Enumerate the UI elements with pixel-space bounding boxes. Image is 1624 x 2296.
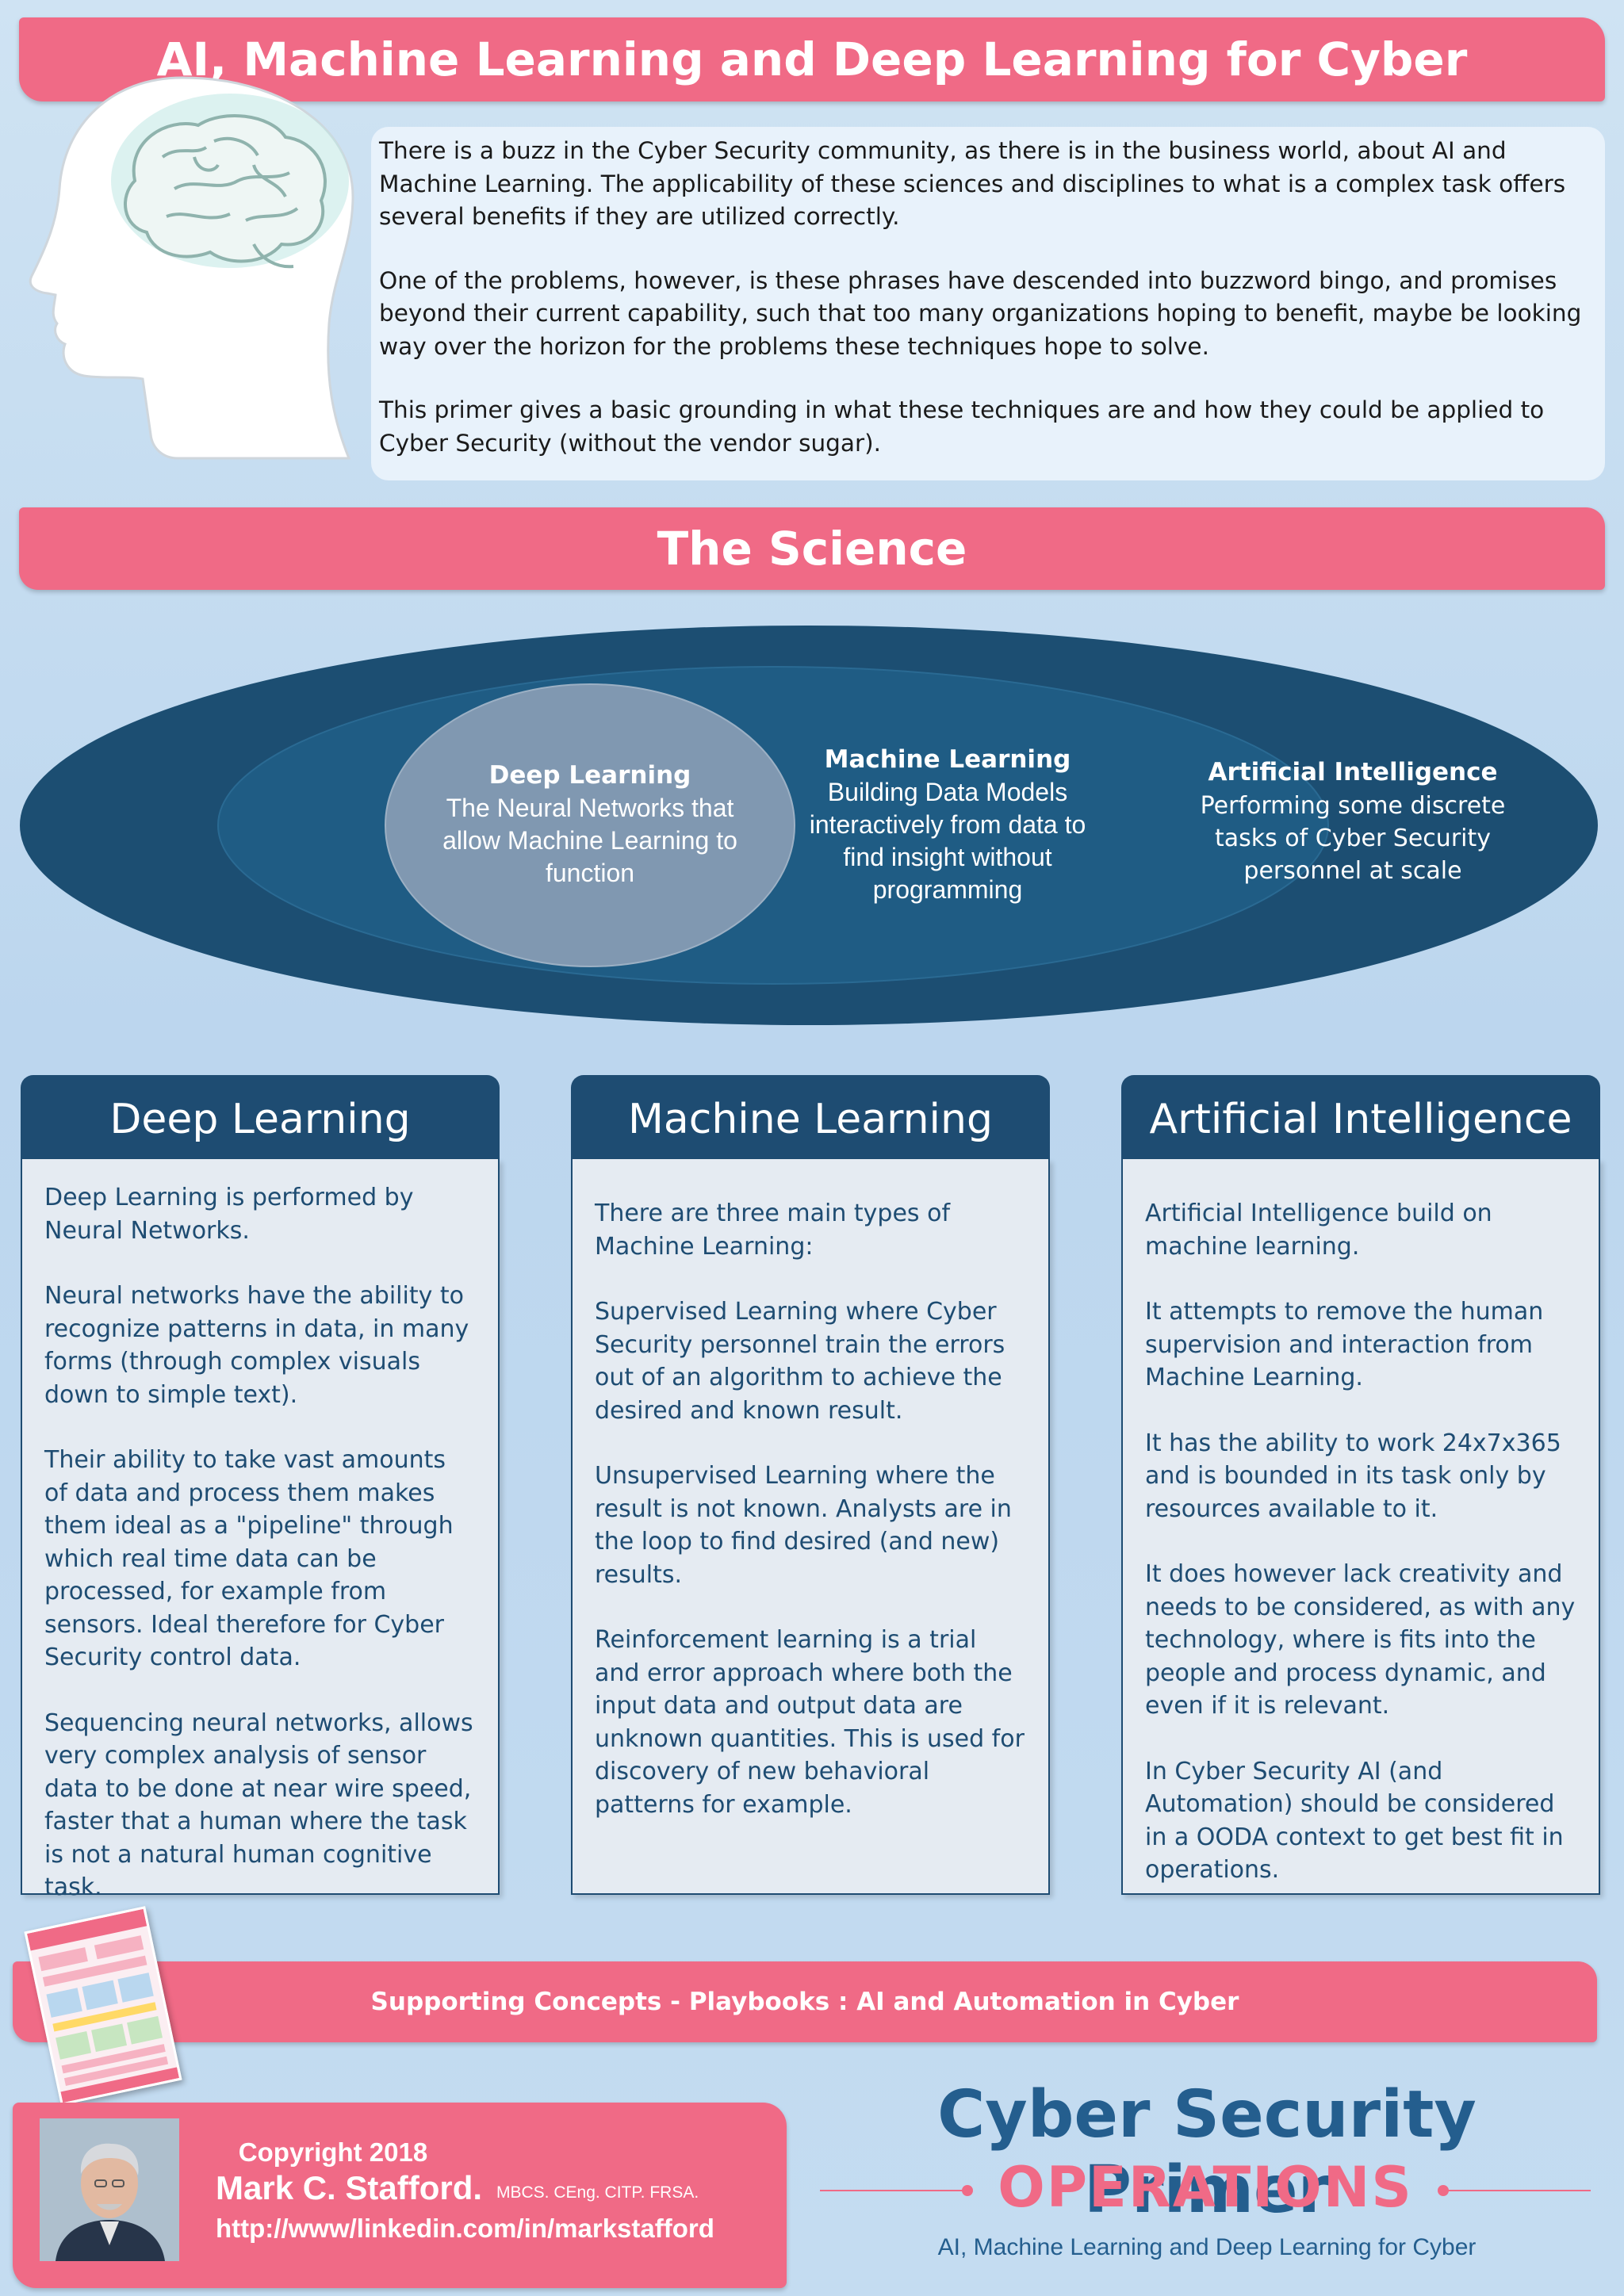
dl-ellipse bbox=[385, 683, 795, 967]
brand-subtitle: OPERATIONS bbox=[998, 2155, 1413, 2220]
page-title: AI, Machine Learning and Deep Learning f… bbox=[19, 17, 1605, 101]
ml-line: Building Data Models bbox=[828, 778, 1067, 806]
card-body: Artificial Intelligence build on machine… bbox=[1121, 1159, 1600, 1895]
card-title: Machine Learning bbox=[571, 1075, 1050, 1159]
supporting-concepts-link[interactable]: Supporting Concepts - Playbooks : AI and… bbox=[13, 1961, 1597, 2042]
brand-subtitle-row: OPERATIONS bbox=[817, 2155, 1594, 2226]
ml-line: find insight without bbox=[843, 843, 1051, 871]
dl-line: The Neural Networks that bbox=[446, 794, 734, 822]
card-paragraph: Artificial Intelligence build on machine… bbox=[1145, 1200, 1492, 1261]
dl-line: allow Machine Learning to bbox=[442, 826, 737, 855]
card-paragraph: Unsupervised Learning where the result i… bbox=[595, 1462, 1012, 1589]
ai-heading: Artificial Intelligence bbox=[1208, 758, 1497, 786]
author-credentials: MBCS. CEng. CITP. FRSA. bbox=[496, 2183, 699, 2202]
science-heading: The Science bbox=[19, 507, 1605, 590]
author-photo bbox=[40, 2118, 179, 2261]
ai-line: tasks of Cyber Security bbox=[1215, 825, 1491, 852]
card-title: Artificial Intelligence bbox=[1121, 1075, 1600, 1159]
card-paragraph: It has the ability to work 24x7x365 and … bbox=[1145, 1429, 1561, 1523]
ai-line: Performing some discrete bbox=[1201, 792, 1506, 820]
card-artificial-intelligence: Artificial Intelligence Artificial Intel… bbox=[1121, 1075, 1600, 1895]
ml-heading: Machine Learning bbox=[825, 745, 1071, 774]
author-url[interactable]: http://www/linkedin.com/in/markstafford bbox=[216, 2214, 714, 2243]
card-deep-learning: Deep Learning Deep Learning is performed… bbox=[21, 1075, 500, 1901]
card-paragraph: There are three main types of Machine Le… bbox=[595, 1200, 951, 1261]
author-banner: Copyright 2018 Mark C. Stafford. MBCS. C… bbox=[13, 2103, 787, 2288]
brand-tagline: AI, Machine Learning and Deep Learning f… bbox=[937, 2234, 1477, 2260]
card-paragraph: It attempts to remove the human supervis… bbox=[1145, 1298, 1544, 1391]
card-paragraph: Sequencing neural networks, allows very … bbox=[44, 1709, 473, 1902]
intro-paragraph: This primer gives a basic grounding in w… bbox=[379, 396, 1545, 457]
playbook-thumbnail[interactable] bbox=[24, 1906, 182, 2106]
card-paragraph: Neural networks have the ability to reco… bbox=[44, 1282, 469, 1409]
author-name: Mark C. Stafford. bbox=[216, 2169, 483, 2206]
card-paragraph: Reinforcement learning is a trial and er… bbox=[595, 1626, 1025, 1819]
ai-line: personnel at scale bbox=[1243, 857, 1461, 885]
card-paragraph: In Cyber Security AI (and Automation) sh… bbox=[1145, 1757, 1564, 1885]
card-body: There are three main types of Machine Le… bbox=[571, 1159, 1050, 1895]
copyright-text: Copyright 2018 bbox=[238, 2137, 428, 2167]
intro-panel: There is a buzz in the Cyber Security co… bbox=[371, 127, 1605, 480]
ml-line: programming bbox=[873, 875, 1023, 904]
intro-paragraph: One of the problems, however, is these p… bbox=[379, 266, 1582, 360]
card-title: Deep Learning bbox=[21, 1075, 500, 1159]
card-paragraph: Deep Learning is performed by Neural Net… bbox=[44, 1184, 414, 1245]
science-diagram: Deep Learning The Neural Networks that a… bbox=[20, 626, 1598, 1025]
intro-paragraph: There is a buzz in the Cyber Security co… bbox=[379, 137, 1566, 230]
brain-head-icon bbox=[29, 76, 354, 460]
card-body: Deep Learning is performed by Neural Net… bbox=[21, 1159, 500, 1901]
ml-line: interactively from data to bbox=[810, 810, 1086, 839]
card-paragraph: Their ability to take vast amounts of da… bbox=[44, 1446, 454, 1671]
dl-heading: Deep Learning bbox=[489, 761, 691, 790]
card-paragraph: Supervised Learning where Cyber Security… bbox=[595, 1298, 1005, 1425]
dl-line: function bbox=[546, 859, 634, 887]
brand-divider bbox=[820, 2185, 1591, 2196]
brand-title: Cyber Security Primer bbox=[937, 2077, 1477, 2228]
card-machine-learning: Machine Learning There are three main ty… bbox=[571, 1075, 1050, 1895]
card-paragraph: It does however lack creativity and need… bbox=[1145, 1560, 1576, 1720]
